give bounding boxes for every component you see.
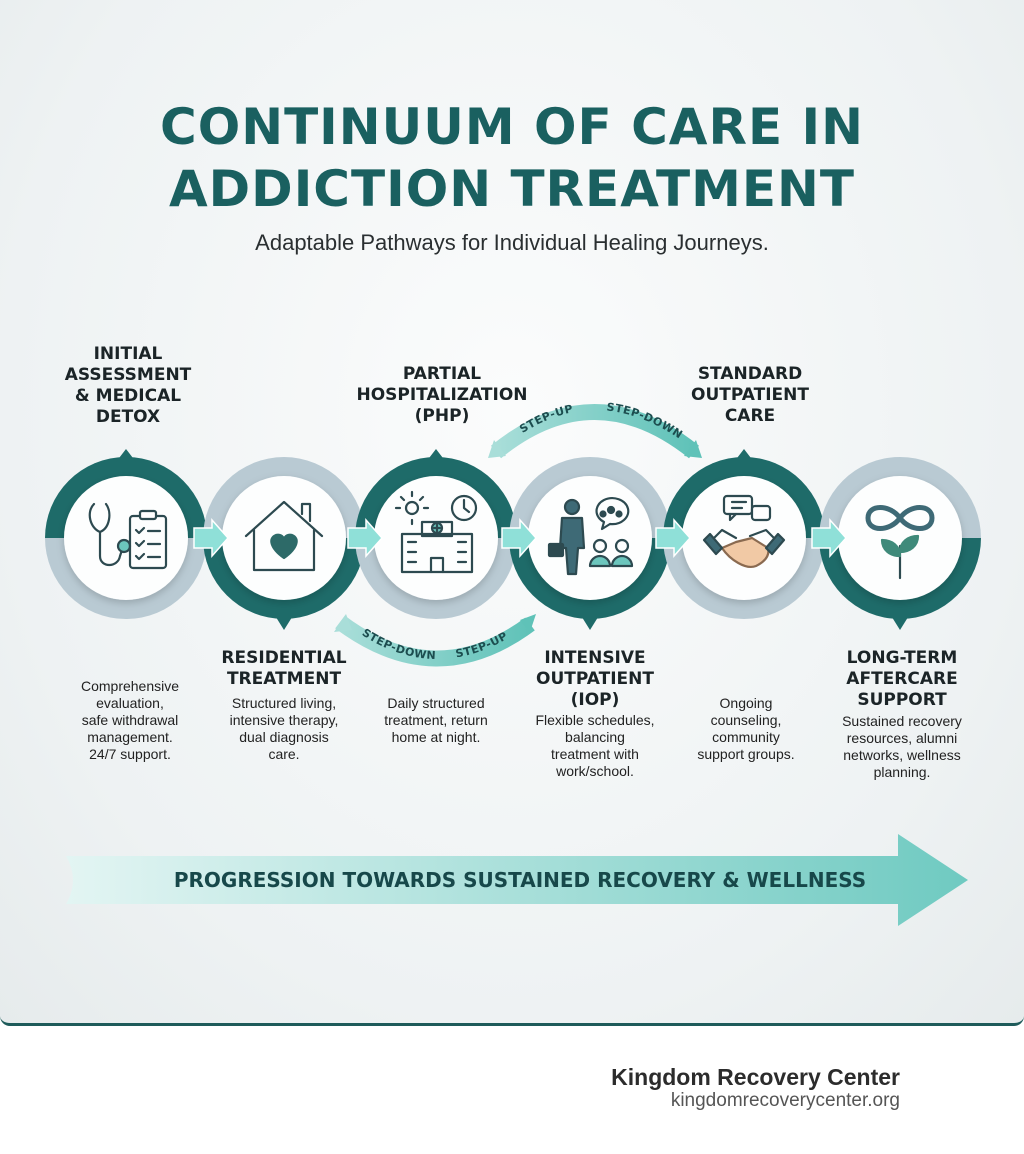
progression-label: PROGRESSION TOWARDS SUSTAINED RECOVERY &… [173, 868, 867, 892]
brand-name: Kingdom Recovery Center [611, 1064, 900, 1090]
house-heart-icon [244, 500, 324, 572]
lower-step-arc [334, 614, 536, 667]
infinity-sprout-icon [865, 505, 935, 580]
connector-arrow-5 [811, 518, 848, 558]
person-briefcase-group-icon [547, 497, 634, 576]
stage-disc-6 [838, 476, 962, 600]
stage-disc-5 [682, 476, 806, 600]
title-line-2: ADDICTION TREATMENT [168, 160, 856, 218]
title-line-1: CONTINUUM OF CARE IN [160, 98, 864, 156]
stage-disc-4 [528, 476, 652, 600]
progression-arrow [66, 834, 968, 926]
care-flow-diagram: STEP-UP STEP-DOWN STEP-DOWN STEP-UP [45, 400, 981, 926]
connector-arrow-2 [347, 518, 384, 558]
upper-step-arc [488, 404, 702, 459]
handshake-chat-icon [702, 494, 786, 568]
subtitle: Adaptable Pathways for Individual Healin… [255, 230, 769, 255]
page-title: CONTINUUM OF CARE IN ADDICTION TREATMENT [0, 96, 1024, 220]
connector-arrow-4 [655, 518, 692, 558]
connector-arrow-3 [501, 518, 538, 558]
stage-2-description: Structured living,intensive therapy,dual… [229, 695, 339, 762]
connector-arrow-1 [193, 518, 230, 558]
infographic-card: CONTINUUM OF CARE IN ADDICTION TREATMENT… [0, 0, 1024, 1026]
stage-disc-1 [64, 476, 188, 600]
stethoscope-clipboard-icon [88, 502, 168, 570]
hospital-sun-clock-icon [394, 490, 478, 574]
stage-disc-3 [374, 476, 498, 600]
brand-url[interactable]: kingdomrecoverycenter.org [670, 1090, 900, 1111]
